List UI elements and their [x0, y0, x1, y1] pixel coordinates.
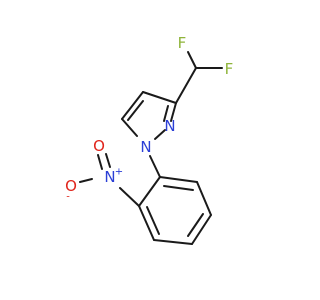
bond-n1-ph [149, 155, 161, 178]
bond-c4-c5-double [127, 100, 144, 121]
bond-c3-n2 [170, 102, 177, 122]
atom-f2: F [225, 60, 234, 78]
bond-ph-4-5-double [187, 213, 204, 237]
bond-c4-c5 [121, 91, 144, 120]
atom-labels: F F N N N + O O - [65, 34, 233, 203]
bond-ph-1-2 [138, 176, 161, 207]
bond-ph-4-5 [191, 214, 212, 245]
bond-ph-6-1 [159, 176, 198, 183]
atom-n2: N [164, 117, 175, 135]
bond-ph-5-6 [196, 181, 212, 216]
bond-n1-n2 [154, 129, 166, 140]
bond-nitro-o2 [79, 178, 93, 183]
molecule-structure: F F N N N + O O - [65, 34, 233, 245]
bond-nitro-o1-double [105, 153, 111, 168]
bond-ph-2-3-double [146, 206, 160, 235]
atom-o-nitro-2: O [65, 177, 77, 195]
bond-ph-nitro [119, 187, 140, 207]
bond-ph-6-1-double [163, 185, 194, 191]
atom-n1: N [140, 138, 151, 156]
bond-ph-2-3 [138, 205, 155, 241]
bond-c3-n2-double [163, 105, 169, 122]
bond-ph-3-4 [153, 239, 193, 245]
charge-o-nitro-2: - [66, 192, 70, 203]
bond-cf2-f1 [187, 51, 197, 69]
bond-nitro-o1 [97, 154, 103, 170]
bonds [79, 51, 223, 245]
bond-c5-n1 [121, 118, 138, 137]
atom-n-nitro: N [104, 168, 115, 186]
bond-c3-c4 [142, 91, 177, 104]
bond-c3-cf2 [175, 67, 197, 104]
atom-f1: F [178, 34, 187, 52]
charge-n-nitro: + [115, 167, 123, 178]
atom-o-nitro-1: O [93, 137, 105, 155]
